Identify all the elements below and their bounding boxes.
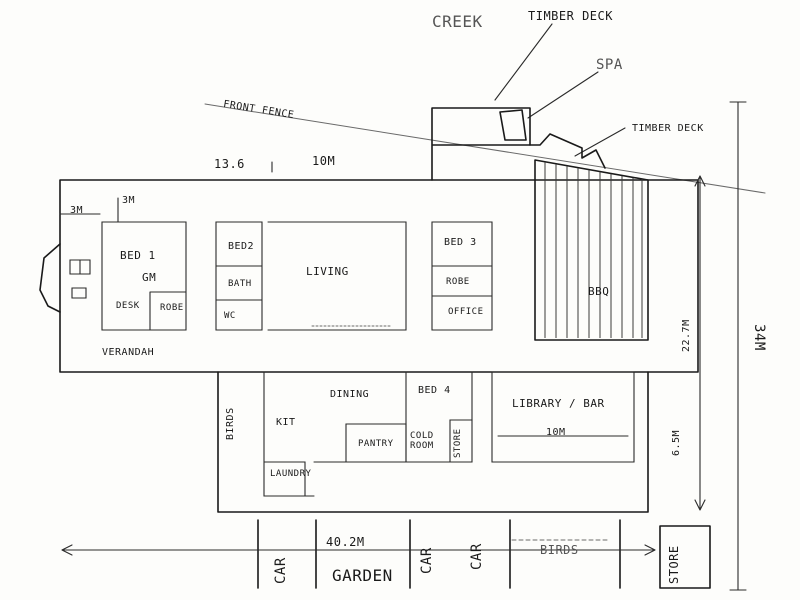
store-small-wall xyxy=(449,419,473,463)
pantry-label: PANTRY xyxy=(358,439,394,449)
desk-label: DESK xyxy=(116,301,140,311)
spa-label: SPA xyxy=(596,57,623,73)
lower-wing-outline xyxy=(217,371,649,513)
bed2-block xyxy=(215,221,263,331)
veranda-label: VERANDAH xyxy=(102,347,155,358)
bed4-label: BED 4 xyxy=(418,385,451,396)
deck-step xyxy=(529,133,606,169)
bay-window-panes xyxy=(69,259,91,299)
width-arrow xyxy=(61,544,656,556)
car3-label: CAR xyxy=(469,543,485,570)
bed1-label: BED 1 xyxy=(120,249,156,262)
dim-lower-right: 6.5M xyxy=(671,429,682,456)
library-label: LIBRARY / BAR xyxy=(512,397,605,410)
birds-small-label: BIRDS xyxy=(225,407,236,440)
timber-deck-right-label: TIMBER DECK xyxy=(632,123,704,134)
house-main-outline xyxy=(59,179,699,373)
front-fence-line xyxy=(204,103,766,194)
store-small-label: STORE xyxy=(453,428,463,458)
dim-total-height: 34M xyxy=(751,324,767,351)
library-room xyxy=(491,371,635,463)
dim-top-b: 10M xyxy=(312,154,336,168)
bed3-label: BED 3 xyxy=(444,237,477,248)
bed1-mark: GM xyxy=(142,271,157,284)
robe3-label: ROBE xyxy=(446,277,470,287)
timber-deck-leader xyxy=(494,23,553,101)
living-room xyxy=(267,221,407,331)
car2-label: CAR xyxy=(419,547,435,574)
bed1-robe-wall xyxy=(149,291,187,331)
height-arrow xyxy=(729,101,747,591)
bbq-label: BBQ xyxy=(588,285,610,298)
dim-top-a: 13.6 xyxy=(214,157,245,171)
dining-label: DINING xyxy=(330,389,370,400)
laundry-label: LAUNDRY xyxy=(270,469,312,479)
bed2-label: BED2 xyxy=(228,241,255,252)
birds-label: BIRDS xyxy=(540,543,579,557)
bbq-hatch xyxy=(534,159,649,341)
timber-deck-top-label: TIMBER DECK xyxy=(528,9,613,23)
living-label: LIVING xyxy=(306,265,349,278)
bed3-block xyxy=(431,221,493,331)
dim-upper-right: 22.7M xyxy=(681,319,692,352)
car1-label: CAR xyxy=(273,557,289,584)
bay-window xyxy=(39,243,61,313)
spa-outline xyxy=(499,109,527,141)
dim-total-width: 40.2M xyxy=(326,535,365,549)
upper-deck-outline xyxy=(431,107,531,181)
depth-arrow xyxy=(694,175,706,511)
dim-left-a: 3M xyxy=(70,205,84,216)
wc-label: WC xyxy=(224,311,236,321)
kitchen-label: KIT xyxy=(276,417,296,428)
bed1-room xyxy=(101,221,187,331)
dim-left-b: 3M xyxy=(122,195,136,206)
bottom-strip xyxy=(257,519,621,589)
library-dim-label: 10M xyxy=(546,427,566,438)
spa-leader xyxy=(527,71,599,119)
store-label: STORE xyxy=(667,545,681,584)
timber-deck-right-leader xyxy=(574,127,626,157)
office-label: OFFICE xyxy=(448,307,484,317)
garden-label: GARDEN xyxy=(332,566,393,585)
store-box xyxy=(659,525,711,589)
robe1-label: ROBE xyxy=(160,303,184,313)
bed4-wall xyxy=(405,371,473,463)
dim-ticks xyxy=(59,161,273,223)
bath-label: BATH xyxy=(228,279,252,289)
creek-label: CREEK xyxy=(432,12,483,31)
cold-room-label: COLD ROOM xyxy=(410,431,434,451)
kitchen-wall xyxy=(263,371,315,497)
